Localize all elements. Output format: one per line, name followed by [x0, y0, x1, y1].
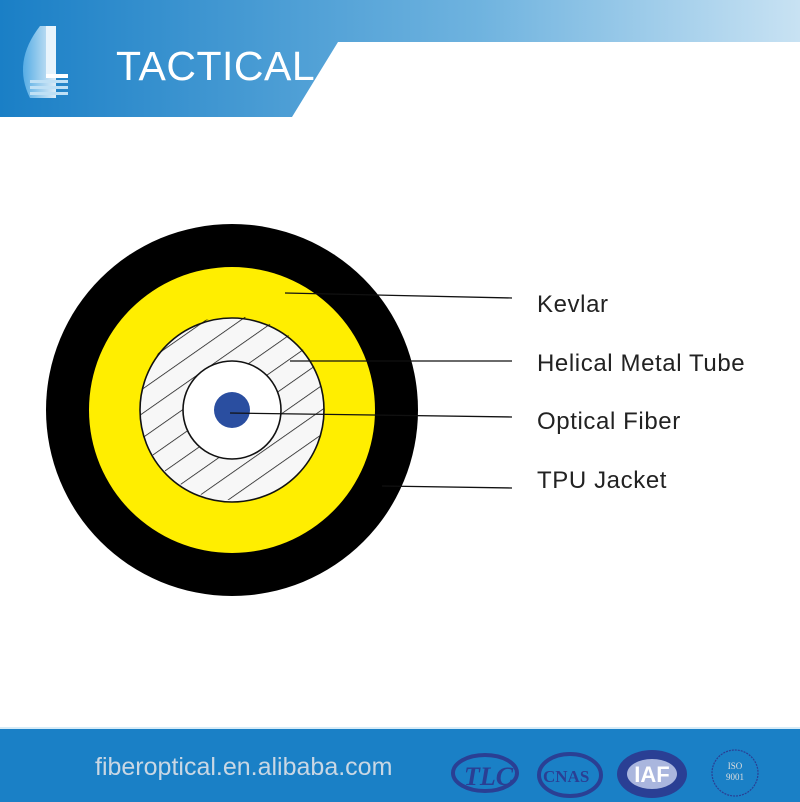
leader-line-fiber [229, 412, 513, 418]
iso-9001-logo-icon: ISO 9001 [711, 749, 759, 797]
label-optical-fiber: Optical Fiber [537, 408, 681, 435]
header-banner [0, 0, 800, 117]
iaf-logo-icon: IAF [617, 750, 687, 798]
leader-line-jacket [381, 485, 513, 489]
leader-line-kevlar [284, 292, 513, 299]
label-tpu-jacket: TPU Jacket [537, 467, 668, 494]
footer-bar: TLC CNAS IAF ISO 9001 fiberoptical.en.al… [0, 727, 800, 802]
svg-text:CNAS: CNAS [543, 767, 589, 786]
logo-icon [22, 26, 68, 98]
svg-text:9001: 9001 [726, 772, 744, 782]
svg-text:ISO: ISO [728, 761, 743, 771]
label-kevlar: Kevlar [537, 291, 609, 318]
website-url: fiberoptical.en.alibaba.com [95, 753, 393, 781]
svg-text:TLC: TLC [464, 762, 514, 791]
tlc-logo-icon: TLC [451, 753, 519, 793]
svg-text:IAF: IAF [634, 762, 669, 787]
cnas-logo-icon: CNAS [537, 752, 603, 798]
brand-title: TACTICAL CABLE [116, 43, 463, 89]
optical-fiber-core [214, 392, 250, 428]
cable-cross-section [46, 224, 513, 596]
label-helical-metal-tube: Helical Metal Tube [537, 350, 746, 377]
